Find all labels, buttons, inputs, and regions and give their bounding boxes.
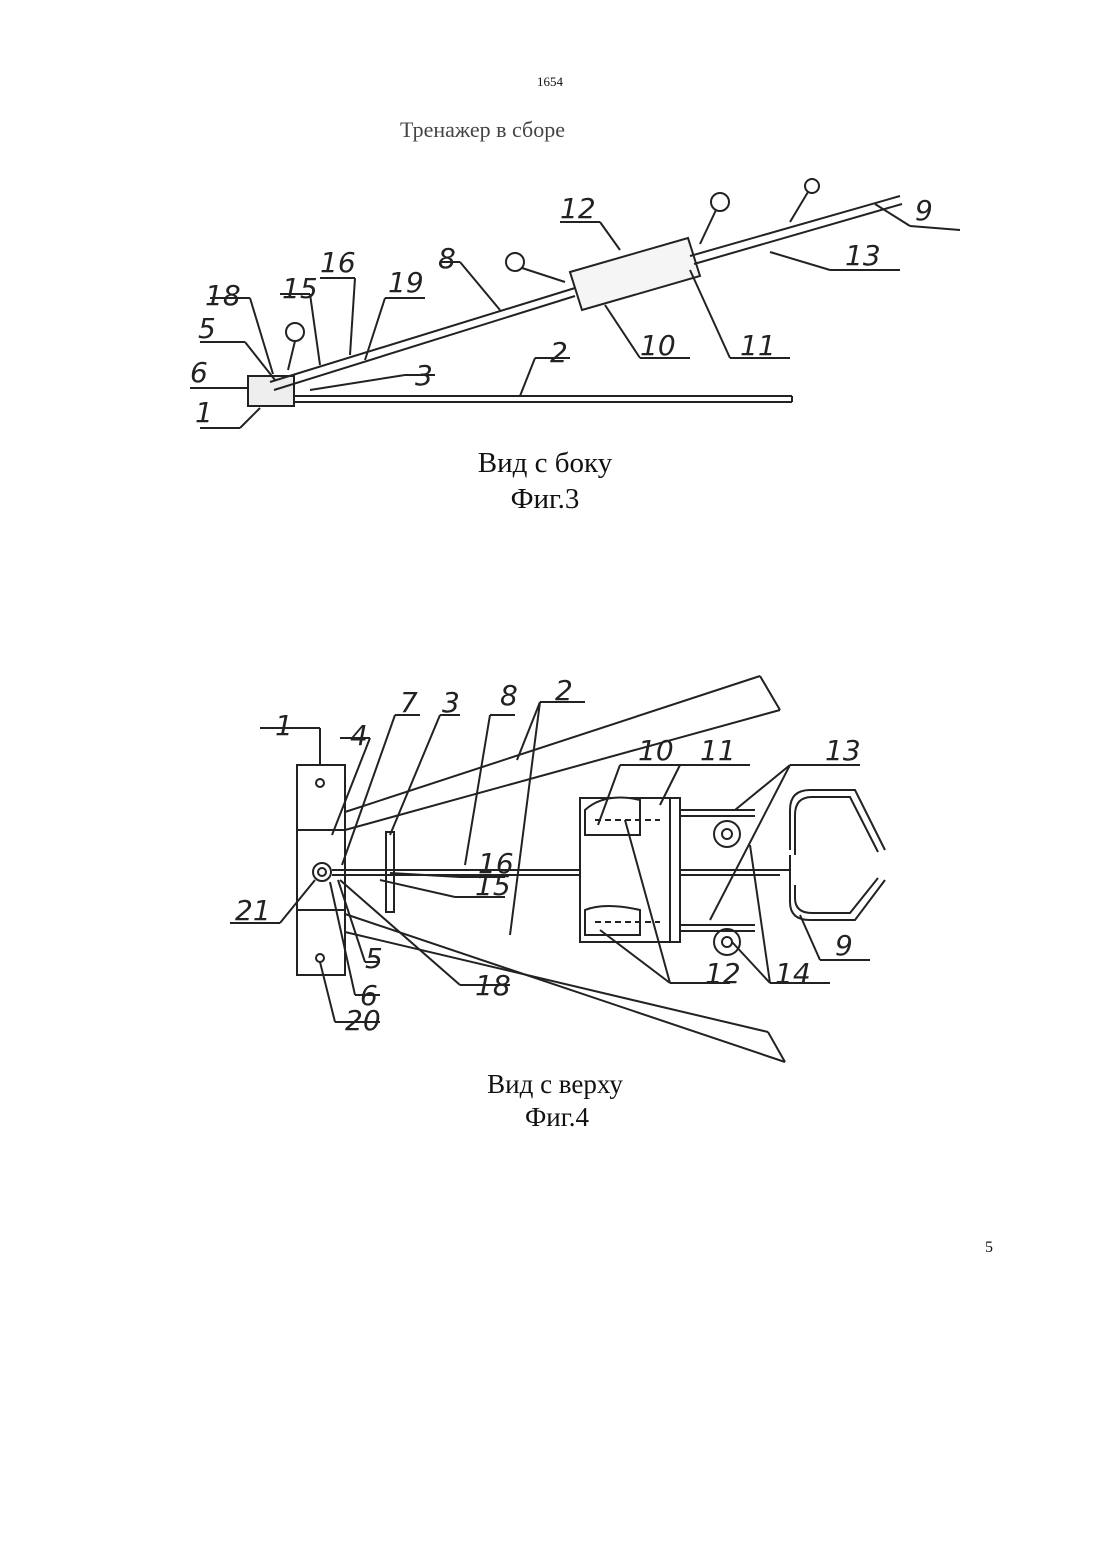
document-number: 1654	[0, 74, 1100, 90]
fig4-label-7: 7	[400, 686, 418, 719]
fig3-label-1: 1	[195, 396, 213, 429]
figure-4-view-caption: Вид с верху	[5, 1068, 1100, 1101]
fig4-label-20: 20	[345, 1004, 381, 1037]
fig4-label-3: 3	[442, 686, 460, 719]
figure-4-drawing: 1 4 7 3 8 2 10 11 13 21 16 15 5 6 20 18 …	[220, 670, 900, 1070]
fig3-label-6: 6	[190, 356, 208, 389]
fig3-label-10: 10	[640, 329, 676, 362]
fig4-label-2: 2	[555, 674, 573, 707]
fig3-label-9: 9	[915, 194, 933, 227]
fig4-label-11: 11	[700, 734, 736, 767]
fig3-label-11: 11	[740, 329, 776, 362]
fig4-label-12: 12	[705, 957, 741, 990]
figure-4-lines	[230, 676, 885, 1062]
fig3-label-16: 16	[320, 246, 356, 279]
fig3-label-12: 12	[560, 192, 596, 225]
fig4-label-8: 8	[500, 679, 518, 712]
fig4-label-18: 18	[475, 969, 511, 1002]
fig3-label-3: 3	[415, 359, 433, 392]
fig4-label-4: 4	[350, 719, 368, 752]
fig3-label-13: 13	[845, 239, 881, 272]
fig4-label-5: 5	[365, 942, 383, 975]
fig4-label-15: 15	[475, 869, 511, 902]
fig3-label-15: 15	[282, 272, 318, 305]
fig4-label-1: 1	[275, 709, 293, 742]
figure-3-caption: Фиг.3	[0, 483, 1095, 516]
figure-3-view-caption: Вид с боку	[0, 447, 1095, 480]
figure-4-caption: Фиг.4	[7, 1101, 1100, 1134]
fig3-label-18: 18	[205, 279, 241, 312]
fig4-label-14: 14	[775, 957, 811, 990]
fig4-label-21: 21	[235, 894, 271, 927]
fig4-label-10: 10	[638, 734, 674, 767]
fig4-label-9: 9	[835, 929, 853, 962]
fig3-label-2: 2	[550, 336, 568, 369]
fig3-label-19: 19	[388, 266, 424, 299]
fig3-label-8: 8	[438, 242, 456, 275]
fig4-label-13: 13	[825, 734, 861, 767]
document-title: Тренажер в сборе	[400, 117, 565, 143]
figure-3-drawing: 18 15 16 19 8 12 9 13 5 6 1 3 2 10 11	[170, 170, 970, 440]
page-number: 5	[985, 1239, 993, 1257]
fig3-label-5: 5	[198, 312, 216, 345]
